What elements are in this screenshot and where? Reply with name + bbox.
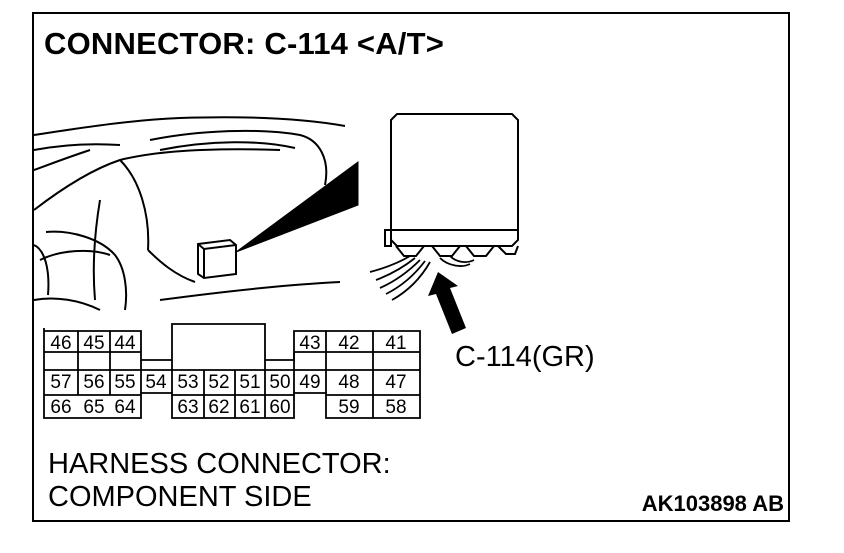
harness-caption: HARNESS CONNECTOR: COMPONENT SIDE xyxy=(48,448,391,514)
pin-labels: 46 45 44 43 42 41 57 56 55 54 53 52 51 5… xyxy=(50,333,406,418)
pin-60: 60 xyxy=(269,397,290,418)
pin-52: 52 xyxy=(208,372,229,393)
harness-caption-line1: HARNESS CONNECTOR: xyxy=(48,448,391,480)
dash-component-box xyxy=(197,238,237,280)
pin-42: 42 xyxy=(338,333,359,354)
pin-61: 61 xyxy=(239,397,260,418)
connector-face xyxy=(43,323,421,419)
pin-53: 53 xyxy=(177,372,198,393)
pin-65: 65 xyxy=(83,397,104,418)
pin-56: 56 xyxy=(83,372,104,393)
pin-41: 41 xyxy=(385,333,406,354)
pin-66: 66 xyxy=(50,397,71,418)
pin-55: 55 xyxy=(114,372,135,393)
harness-wires xyxy=(369,255,475,301)
pin-48: 48 xyxy=(338,372,359,393)
pin-57: 57 xyxy=(50,372,71,393)
pin-63: 63 xyxy=(177,397,198,418)
ecu-module xyxy=(384,113,519,257)
pin-50: 50 xyxy=(269,372,290,393)
pin-47: 47 xyxy=(385,372,406,393)
pointer-wedge xyxy=(235,161,359,253)
pin-64: 64 xyxy=(114,397,136,418)
callout-arrow xyxy=(428,272,466,334)
figure-frame xyxy=(32,12,790,522)
pin-54: 54 xyxy=(145,372,167,393)
diagram-title: CONNECTOR: C-114 <A/T> xyxy=(44,26,445,61)
dashboard-drawing xyxy=(33,116,346,311)
pin-62: 62 xyxy=(208,397,229,418)
figure-code: AK103898 AB xyxy=(641,491,784,516)
pin-51: 51 xyxy=(239,372,260,393)
harness-caption-line2: COMPONENT SIDE xyxy=(48,481,312,513)
pin-58: 58 xyxy=(385,397,406,418)
pin-46: 46 xyxy=(50,333,71,354)
pin-45: 45 xyxy=(83,333,104,354)
pin-59: 59 xyxy=(338,397,359,418)
connector-callout-label: C-114(GR) xyxy=(455,341,595,373)
pin-49: 49 xyxy=(299,372,320,393)
pin-44: 44 xyxy=(114,333,136,354)
pin-43: 43 xyxy=(299,333,320,354)
